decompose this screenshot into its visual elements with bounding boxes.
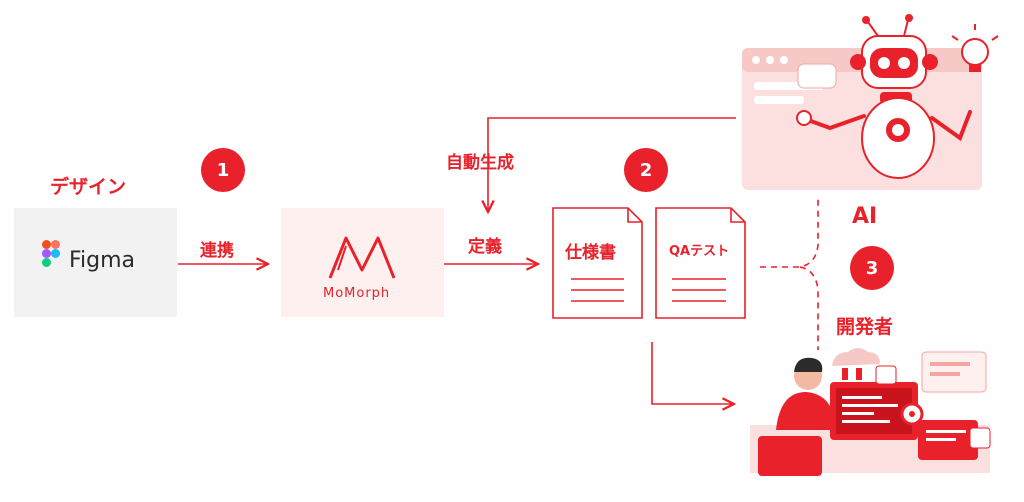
label-developer: 開発者 bbox=[836, 316, 894, 338]
arrow-to-developer bbox=[651, 342, 734, 404]
step-badge-1: 1 bbox=[201, 148, 245, 192]
figma-box bbox=[14, 208, 177, 317]
step-badge-2: 2 bbox=[624, 148, 668, 192]
label-link: 連携 bbox=[200, 241, 234, 261]
doc-spec-title: 仕様書 bbox=[565, 243, 616, 263]
spec-document-icon bbox=[552, 207, 643, 319]
step-badge-3: 3 bbox=[850, 246, 894, 290]
label-design: デザイン bbox=[50, 176, 127, 198]
figma-logo-icon bbox=[42, 240, 60, 267]
qa-document-icon bbox=[655, 207, 746, 319]
momorph-logo-icon bbox=[328, 236, 396, 279]
arrow-auto-generate bbox=[488, 117, 736, 212]
momorph-name: MoMorph bbox=[323, 286, 391, 301]
dashed-connector-developer bbox=[799, 266, 819, 350]
dashed-connector-ai bbox=[760, 196, 819, 268]
robot-illustration-icon bbox=[742, 14, 999, 190]
label-ai: AI bbox=[852, 204, 878, 229]
label-define: 定義 bbox=[468, 237, 502, 257]
doc-qa-title: QAテスト bbox=[669, 244, 730, 259]
momorph-box bbox=[281, 208, 444, 317]
figma-name: Figma bbox=[69, 248, 136, 273]
label-auto-generate: 自動生成 bbox=[446, 153, 514, 173]
developer-illustration-icon bbox=[750, 348, 991, 476]
